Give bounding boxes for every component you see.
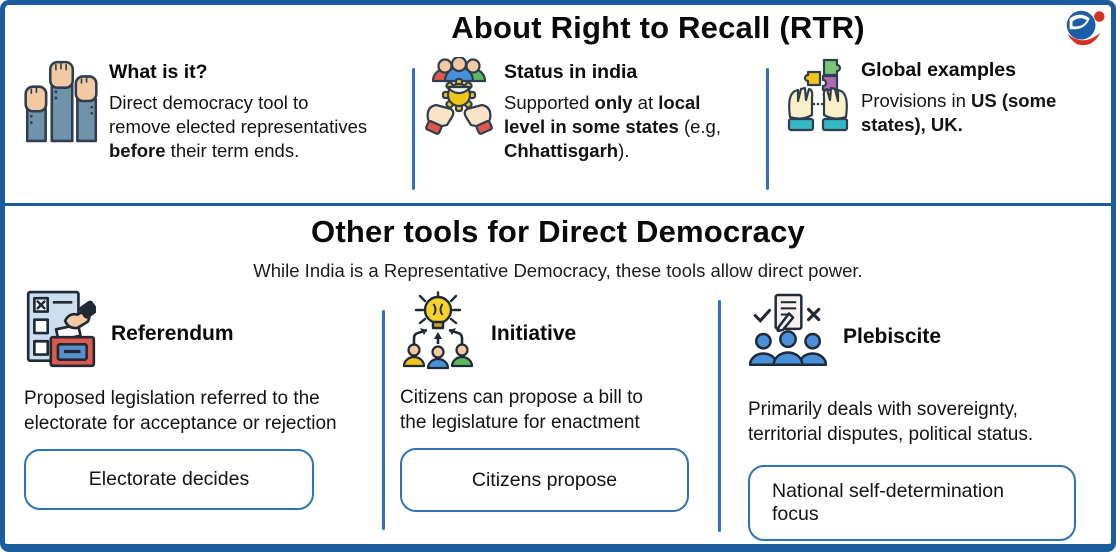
top-column-divider-1 — [412, 68, 415, 190]
card-heading: Global examples — [861, 59, 1016, 81]
raised-hands-icon — [24, 57, 98, 148]
card-body: Direct democracy tool to remove elected … — [109, 92, 368, 162]
section-divider — [3, 203, 1113, 206]
card-body: Proposed legislation referred to the ele… — [24, 388, 337, 435]
hands-holding-puzzle-icon — [786, 55, 850, 140]
idea-bulb-people-icon — [400, 291, 476, 376]
card-heading: Referendum — [111, 321, 234, 345]
card-heading: Plebiscite — [843, 324, 942, 348]
card-heading: Initiative — [491, 321, 577, 345]
top-column-divider-2 — [766, 68, 769, 190]
vote-document-people-icon — [748, 292, 828, 381]
card-body: Provisions in US (some states), UK. — [861, 90, 1057, 136]
card-referendum: Referendum Proposed legislation referred… — [24, 290, 382, 511]
page-title: About Right to Recall (RTR) — [451, 10, 865, 45]
bottom-column-divider-1 — [382, 310, 385, 530]
ballot-box-icon — [24, 290, 98, 377]
section-title: Other tools for Direct Democracy — [311, 214, 805, 249]
bottom-column-divider-2 — [718, 300, 721, 532]
card-global-examples: Global examples Provisions in US (some s… — [786, 55, 1112, 140]
outcome-box: Electorate decides — [24, 449, 314, 511]
outcome-box: National self-determination focus — [748, 465, 1076, 542]
card-initiative: Initiative Citizens can propose a bill t… — [400, 291, 702, 513]
card-body: Citizens can propose a bill to the legis… — [400, 387, 643, 434]
card-body: Supported only at local level in some st… — [504, 92, 721, 162]
outcome-box: Citizens propose — [400, 448, 689, 513]
people-gear-hands-icon — [425, 55, 493, 140]
globe-swoosh-logo-icon — [1061, 6, 1107, 52]
card-plebiscite: Plebiscite Primarily deals with sovereig… — [748, 292, 1094, 542]
card-heading: Status in india — [504, 61, 638, 83]
card-what-is-it: What is it? Direct democracy tool to rem… — [24, 57, 404, 163]
card-heading: What is it? — [109, 61, 208, 83]
card-status-in-india: Status in india Supported only at local … — [425, 55, 761, 163]
card-body: Primarily deals with sovereignty, territ… — [748, 399, 1034, 446]
section-subtitle: While India is a Representative Democrac… — [253, 260, 863, 281]
